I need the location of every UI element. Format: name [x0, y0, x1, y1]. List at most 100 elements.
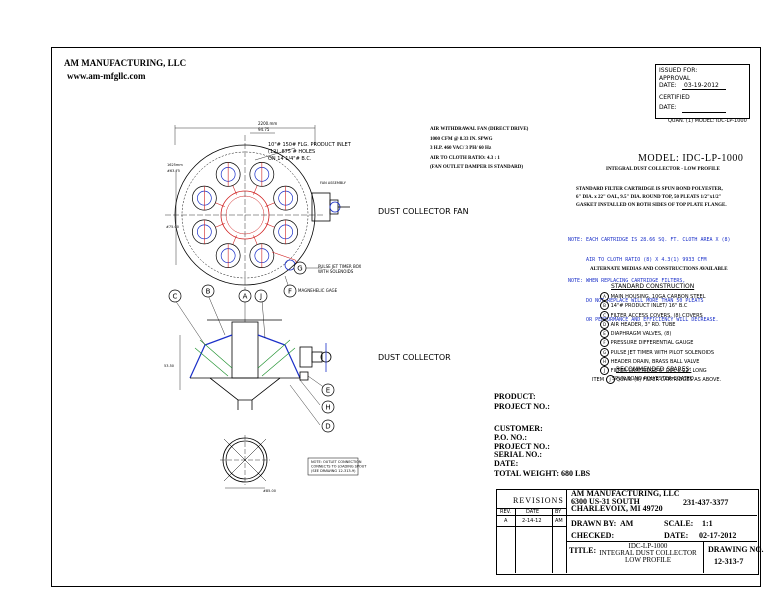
cartridge-feed-line — [215, 223, 225, 228]
filter-line: STANDARD FILTER CARTRIDGE IS SPUN BOND P… — [576, 187, 723, 192]
issued-for-label: ISSUED FOR: — [659, 67, 698, 74]
serial-no-label: SERIAL NO.: — [494, 450, 543, 459]
quantity-note: QUAN. (1) MODEL: IDC-LP-1000 — [668, 118, 747, 124]
title-block — [496, 489, 759, 575]
project-block: PRODUCT: PROJECT NO.: CUSTOMER: P.O. NO.… — [494, 392, 550, 468]
callout-letter-d: D — [325, 423, 330, 431]
dim-bottom: #85.00 — [263, 489, 276, 493]
filter-line: GASKET INSTALLED ON BOTH SIDES OF TOP PL… — [576, 203, 727, 208]
recommended-spares-heading: RECOMMENDED SPARES: — [616, 366, 692, 373]
po-no-label: P.O. NO.: — [494, 433, 528, 442]
center-inlet-tube — [231, 321, 259, 379]
total-weight: TOTAL WEIGHT: 680 LBS — [494, 469, 591, 478]
callout-letter-h: H — [325, 404, 330, 412]
note-line: AIR TO CLOTH RATIO (8) X 4.3(1) 9933 CFM — [568, 256, 707, 263]
callout-letter-e: E — [326, 387, 330, 395]
issued-approval: APPROVAL — [659, 75, 691, 82]
note-line: NOTE: WHEN REPLACING CARTRIDGE FILTERS, — [568, 278, 686, 284]
certified-label: CERTIFIED — [659, 94, 690, 101]
right-cartridge-side — [257, 334, 301, 379]
title-line: INTEGRAL DUST COLLECTOR — [599, 549, 697, 557]
filter-cartridges-top — [191, 161, 299, 269]
title-company: AM MANUFACTURING, LLC — [571, 489, 680, 498]
standard-construction-heading: STANDARD CONSTRUCTION — [611, 283, 695, 290]
revisions-heading: REVISIONS — [513, 496, 564, 505]
drawing-no-value: 12-313-7 — [714, 557, 744, 566]
tb-date-value: 02-17-2012 — [699, 531, 737, 540]
left-cartridge-side — [189, 334, 233, 379]
cartridge-feed-line — [253, 185, 258, 195]
note-line: OR PERFORMANCE AND EFFICIENCY WILL DECRE… — [568, 317, 719, 323]
construction-item: D AIR HEADER, 3" RD. TUBE — [600, 319, 714, 329]
certified-date-label: DATE: — [659, 104, 677, 111]
project-no-label-2: PROJECT NO.: — [494, 441, 550, 451]
title-label: TITLE: — [569, 546, 597, 555]
fan-spec-line: 1000 CFM @ 8.33 IN. SPWG — [430, 136, 493, 142]
construction-item: J FILTER CARTRIDGE 6" DIA. x 22" LONG — [600, 366, 714, 376]
construction-item: E DIAPHRAGM VALVES, (8) — [600, 329, 714, 339]
scale-value: 1:1 — [702, 519, 713, 528]
title-company-block: AM MANUFACTURING, LLC 6300 US-31 SOUTH C… — [571, 490, 680, 513]
callout-letter-j: J — [259, 293, 262, 301]
construction-item: F PRESSURE DIFFERENTIAL GAUGE — [600, 338, 714, 348]
title-lines: IDC-LP-1000 INTEGRAL DUST COLLECTOR LOW … — [598, 543, 698, 564]
magnehelic-label: MAGNEHELIC GAGE — [298, 288, 338, 293]
cartridge-feed-line — [232, 185, 237, 195]
model-subtitle: INTEGRAL DUST COLLECTOR - LOW PROFILE — [606, 167, 720, 172]
fan-spec-line: 3 H.P. 460 VAC/ 3 PH/ 60 Hz — [430, 146, 492, 151]
dim-left-3: #75.00 — [166, 225, 179, 229]
pulse-jet-label-1: PULSE JET TIMER BOX — [318, 264, 362, 269]
note-line: DO NOT REPLACE WILL MORE THAN 50 PLEATS — [568, 297, 704, 304]
construction-item: C FILTER ACCESS COVERS, (8) COVERS — [600, 310, 714, 320]
callout-circle-d — [321, 419, 335, 433]
cartridge-feed-line — [265, 202, 275, 207]
outlet-note-1: NOTE: OUTLET CONNECTION — [311, 460, 362, 464]
construction-item: A MAIN HOUSING, 10GA CARBON STEEL — [600, 292, 714, 301]
spares-line: ITEM J QUAN. (8) FILTER CARTRIDGES AS AB… — [592, 375, 722, 384]
issued-date-value: 03-19-2012 — [684, 82, 719, 89]
callout-circle-e — [321, 383, 335, 397]
rev-col-by: BY — [555, 509, 562, 515]
drawn-by-label: DRAWN BY: — [571, 519, 617, 528]
cartridge-feed-line — [232, 235, 237, 245]
company-website: www.am-mfgllc.com — [67, 71, 146, 81]
issued-for-box: ISSUED FOR: APPROVAL DATE: 03-19-2012 CE… — [655, 64, 750, 119]
construction-item: H HEADER DRAIN, BRASS BALL VALVE — [600, 357, 714, 367]
rev-col-date: DATE — [526, 509, 540, 515]
callout-circle-j — [254, 289, 268, 303]
title-line: LOW PROFILE — [625, 556, 671, 564]
callout-circle-b — [201, 284, 215, 298]
company-name: AM MANUFACTURING, LLC — [64, 58, 187, 68]
callout-circle-a — [238, 289, 252, 303]
standard-construction-list: A MAIN HOUSING, 10GA CARBON STEEL B 14"#… — [600, 292, 714, 383]
rev-row-by: AM — [555, 518, 563, 524]
callout-letter-f: F — [288, 288, 292, 296]
inlet-label-3: ON 14 1/4"# B.C. — [268, 156, 312, 162]
title-address-1: 6300 US-31 SOUTH — [571, 496, 640, 506]
callout-letter-a: A — [243, 293, 248, 301]
callout-circle-g — [293, 261, 307, 275]
scale-label: SCALE: — [664, 519, 694, 528]
fan-spec-line: (FAN OUTLET DAMPER IS STANDARD) — [430, 165, 524, 170]
drawn-by-value: AM — [620, 519, 634, 528]
customer-label: CUSTOMER: — [494, 424, 543, 433]
drawing-sheet-border — [51, 47, 761, 587]
filter-description: STANDARD FILTER CARTRIDGE IS SPUN BOND P… — [576, 186, 727, 210]
outlet-note-2: CONNECTS TO LOADING SPOUT — [311, 465, 367, 469]
fan-spec-block: AIR WITHDRAWAL FAN (DIRECT DRIVE) 1000 C… — [430, 125, 528, 173]
product-label: PRODUCT: — [494, 392, 536, 401]
rev-row-date: 2-14-12 — [522, 518, 542, 524]
drawing-no-label: DRAWING NO. — [708, 545, 764, 554]
cartridge-notes: NOTE: EACH CARTRIDGE IS 28.66 SQ. FT. CL… — [568, 224, 731, 330]
construction-item: B 14"# PRODUCT INLET/ 16" B.C — [600, 301, 714, 311]
callout-circle-c — [168, 289, 182, 303]
callout-letter-g: G — [297, 265, 302, 273]
cartridge-feed-line — [265, 223, 275, 228]
construction-item: G PULSE JET TIMER WITH PILOT SOLENOIDS — [600, 347, 714, 357]
fan-spec-line: AIR WITHDRAWAL FAN (DIRECT DRIVE) — [430, 127, 529, 132]
filter-line: 6" DIA. x 22" OAL, 9.5" DIA. ROUND TOP, … — [576, 195, 722, 200]
note-line: NOTE: EACH CARTRIDGE IS 28.66 SQ. FT. CL… — [568, 237, 731, 243]
model-title: MODEL: IDC-LP-1000 — [638, 153, 744, 164]
fan-assembly-label: FAN ASSEMBLY — [320, 181, 347, 185]
